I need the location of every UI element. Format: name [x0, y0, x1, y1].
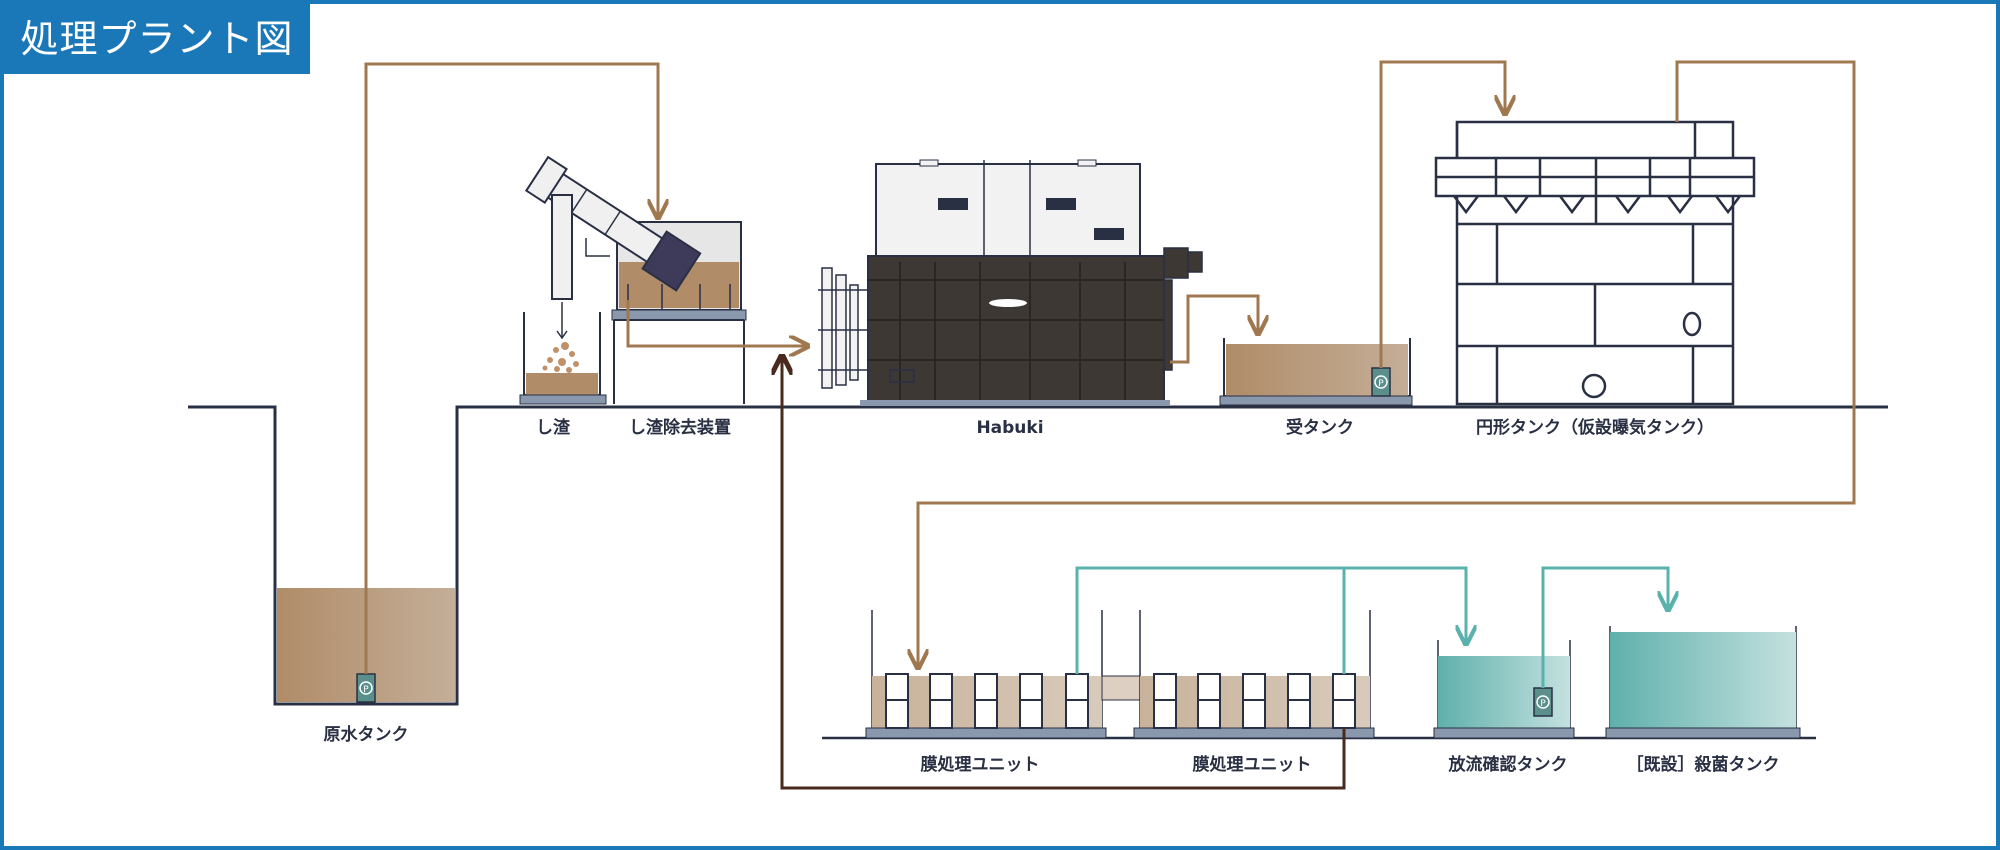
screenings-particles: [542, 342, 579, 373]
membrane-modules: [1153, 673, 1356, 729]
svg-text:P: P: [1540, 699, 1546, 709]
circular-tank: [1434, 120, 1756, 406]
label-membrane-unit-2: 膜処理ユニット: [1193, 754, 1312, 775]
svg-text:P: P: [363, 685, 369, 695]
return-line: [782, 356, 1346, 790]
label-receiving-tank: 受タンク: [1286, 417, 1354, 438]
screenings-container: [519, 302, 607, 405]
pump-icon: P: [356, 673, 376, 703]
page-title: 処理プラント図: [4, 4, 310, 74]
label-screenings: し渣: [536, 417, 571, 438]
flow-lines-brown: [364, 60, 1856, 674]
sterilization-tank: [1605, 626, 1801, 739]
label-sterilization-tank: ［既設］殺菌タンク: [1627, 754, 1780, 775]
membrane-unit-2: [1133, 610, 1375, 739]
connecting-pipe: [1101, 675, 1141, 701]
label-membrane-unit-1: 膜処理ユニット: [921, 754, 1040, 775]
label-discharge-tank: 放流確認タンク: [1448, 754, 1568, 775]
screen-removal-device: [524, 155, 747, 404]
flow-lines-teal: [1075, 566, 1668, 688]
labels: 原水タンク し渣 し渣除去装置 Habuki 受タンク 円形タンク（仮設曝気タン…: [324, 417, 1780, 775]
ground-line: [188, 405, 1888, 706]
label-screen-device: し渣除去装置: [629, 417, 731, 438]
membrane-modules: [885, 673, 1089, 729]
label-habuki: Habuki: [976, 418, 1043, 438]
label-circular-tank: 円形タンク（仮設曝気タンク）: [1476, 417, 1714, 438]
habuki-unit: [818, 159, 1203, 406]
pump-icon: P: [1533, 687, 1553, 717]
pump-icon: P: [1371, 367, 1391, 397]
label-raw-tank: 原水タンク: [324, 724, 409, 745]
discharge-tank: P: [1433, 640, 1575, 739]
membrane-unit-1: [865, 610, 1107, 739]
svg-text:P: P: [1378, 379, 1384, 389]
receiving-tank: P: [1219, 338, 1413, 406]
